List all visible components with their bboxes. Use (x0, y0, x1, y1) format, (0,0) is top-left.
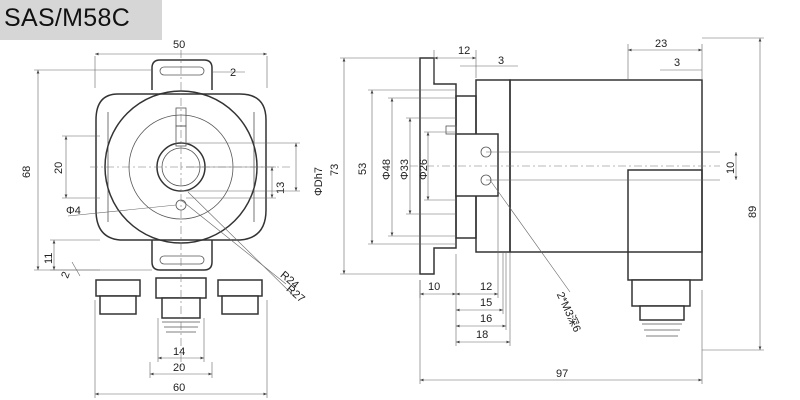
connector-left-cap (95, 279, 141, 297)
dim-16-label: 16 (480, 313, 492, 325)
thread-note-leader (489, 179, 571, 293)
bottom-mounting-tab (151, 240, 213, 271)
bottom-tab-slot (159, 255, 205, 265)
front-view: 50 2 68 20 13 ΦDh7 Φ4 11 2 (21, 39, 325, 398)
radius27-leader (187, 191, 295, 297)
dim-18-label: 18 (476, 329, 488, 341)
side-thread-lines (642, 323, 682, 337)
radius24-leader (180, 199, 287, 285)
dim-3-right-label: 3 (674, 57, 680, 69)
dim-12-bottom-label: 12 (480, 281, 492, 293)
dim-12-top-label: 12 (458, 45, 470, 57)
shaft-dia-label: ΦDh7 (313, 167, 325, 196)
dim-14-label: 14 (173, 346, 185, 358)
hole-dia-leader (67, 204, 177, 217)
side-connector-block (627, 169, 703, 281)
thread-note-label: 2*M3深6 (554, 290, 584, 334)
shaft-clamp (455, 133, 499, 197)
drawing-title: SAS/M58C (4, 4, 131, 32)
dim-97-label: 97 (556, 368, 568, 380)
dim2-bottom-leader (71, 261, 81, 277)
dim-20-bottom-label: 20 (173, 362, 185, 374)
dia-48-label: Φ48 (381, 159, 393, 180)
dim-15-label: 15 (480, 297, 492, 309)
side-connector-nut (639, 305, 685, 321)
title-box: SAS/M58C (0, 0, 162, 40)
hole-dia-label: Φ4 (66, 205, 81, 217)
dim-50-label: 50 (173, 39, 185, 51)
dim-23-label: 23 (655, 38, 667, 50)
top-tab-slot (159, 66, 205, 76)
dia-33-label: Φ33 (399, 159, 411, 180)
side-view: 12 3 23 3 73 53 Φ48 Φ33 (329, 37, 764, 384)
dim-11-label: 11 (43, 253, 55, 264)
dim-2-top-label: 2 (230, 67, 236, 79)
dim-60-label: 60 (173, 382, 185, 394)
dim-3-left-label: 3 (498, 55, 504, 67)
clamp-tab-top (445, 125, 457, 135)
side-connector-base (631, 279, 691, 307)
connector-right-body (221, 295, 259, 315)
dim-13-label: 13 (275, 182, 287, 194)
top-mounting-tab (151, 59, 213, 90)
dim-73-label: 73 (329, 164, 341, 176)
dim-89-label: 89 (747, 206, 759, 218)
radius-27-label: R27 (284, 283, 307, 305)
dim-20-left-label: 20 (53, 162, 65, 174)
connector-right-cap (217, 279, 263, 297)
connector-left-body (99, 295, 137, 315)
dim-53-label: 53 (357, 163, 369, 175)
dim-2-bottom-label: 2 (59, 270, 72, 280)
dim-68-label: 68 (21, 166, 33, 178)
front-body-outline (95, 93, 267, 241)
dim-10-right-label: 10 (725, 162, 737, 174)
dim-10-bottom-label: 10 (428, 281, 440, 293)
dia-26-label: Φ26 (418, 159, 430, 180)
